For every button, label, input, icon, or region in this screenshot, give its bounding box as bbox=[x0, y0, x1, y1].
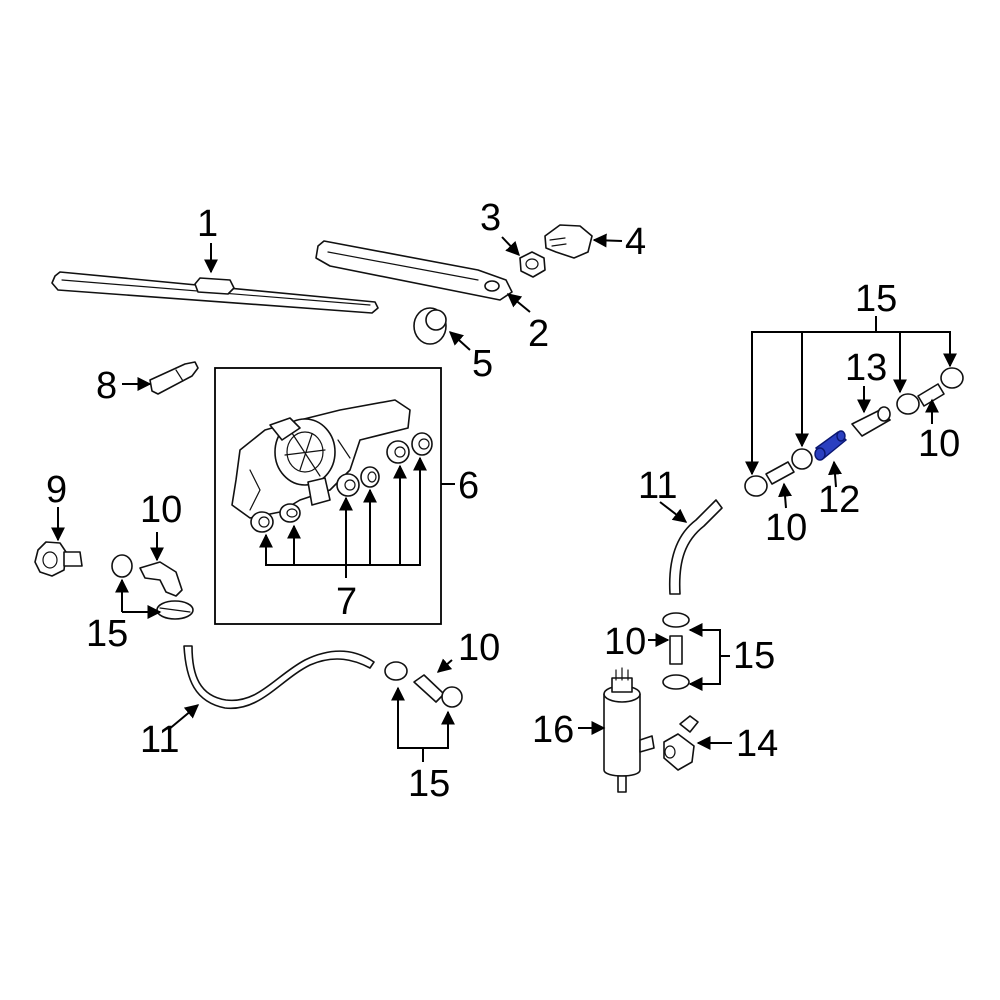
check-valve-highlight bbox=[814, 430, 848, 461]
leaders-clamps-lower bbox=[391, 686, 455, 762]
label-clamps-reservoir: 15 bbox=[733, 635, 775, 677]
hose-right-part bbox=[668, 499, 723, 595]
seal-part bbox=[413, 307, 447, 345]
label-elbow: 14 bbox=[736, 723, 778, 765]
label-clamps-top-right: 15 bbox=[855, 278, 897, 320]
label-motor-assembly: 6 bbox=[458, 465, 479, 507]
label-nozzle: 8 bbox=[96, 365, 117, 407]
motor-assembly-part bbox=[231, 399, 411, 519]
bushings-group bbox=[250, 432, 433, 533]
label-cap: 4 bbox=[625, 221, 646, 263]
label-seal: 5 bbox=[472, 343, 493, 385]
wiper-blade-part bbox=[51, 271, 379, 314]
leader-hose-right bbox=[659, 501, 688, 523]
label-pump-fitting: 9 bbox=[46, 469, 67, 511]
leader-hose-lower-left bbox=[167, 704, 200, 731]
leaders-clamps-reservoir bbox=[688, 623, 730, 691]
connector-reservoir-part bbox=[662, 612, 690, 690]
leader-connector-right-mid bbox=[778, 482, 793, 509]
label-bushings: 7 bbox=[336, 581, 357, 623]
label-connector-lower: 10 bbox=[458, 627, 500, 669]
label-hose-right: 11 bbox=[638, 465, 677, 507]
label-connector-reservoir: 10 bbox=[604, 621, 646, 663]
joint-part bbox=[851, 406, 891, 437]
pump-fitting-part bbox=[34, 541, 83, 577]
washer-pump-part bbox=[603, 667, 655, 793]
connector-lower-part bbox=[384, 661, 463, 708]
leader-nut bbox=[501, 236, 520, 257]
label-hose-lower-left: 11 bbox=[140, 719, 179, 761]
leader-check-valve bbox=[828, 460, 842, 488]
label-blade: 1 bbox=[197, 203, 218, 245]
elbow-part bbox=[663, 715, 699, 771]
label-connector-right-mid: 10 bbox=[765, 507, 807, 549]
label-clamps-lower: 15 bbox=[408, 763, 450, 805]
label-arm: 2 bbox=[528, 313, 549, 355]
top-right-connectors bbox=[744, 367, 964, 497]
leader-seal bbox=[448, 331, 471, 351]
label-check-valve: 12 bbox=[818, 479, 860, 521]
leader-connector-lower bbox=[436, 658, 453, 673]
hose-lower-left-part bbox=[183, 645, 375, 710]
leader-cap bbox=[592, 233, 623, 248]
nut-part bbox=[519, 251, 546, 278]
connector-left-part bbox=[111, 554, 194, 620]
label-joint: 13 bbox=[845, 347, 887, 389]
label-washer-pump: 16 bbox=[532, 709, 574, 751]
leaders-bushings bbox=[259, 456, 427, 578]
label-connector-left: 10 bbox=[140, 489, 182, 531]
wiper-arm-part bbox=[315, 240, 513, 301]
label-clamps-left: 15 bbox=[86, 613, 128, 655]
leaders-clamps-top-right bbox=[745, 316, 957, 476]
leaders-clamps-left bbox=[115, 578, 162, 619]
label-connector-right-top: 10 bbox=[918, 423, 960, 465]
label-nut: 3 bbox=[480, 197, 501, 239]
cap-part bbox=[544, 224, 593, 259]
nozzle-part bbox=[149, 361, 199, 395]
leader-arm bbox=[506, 293, 531, 313]
